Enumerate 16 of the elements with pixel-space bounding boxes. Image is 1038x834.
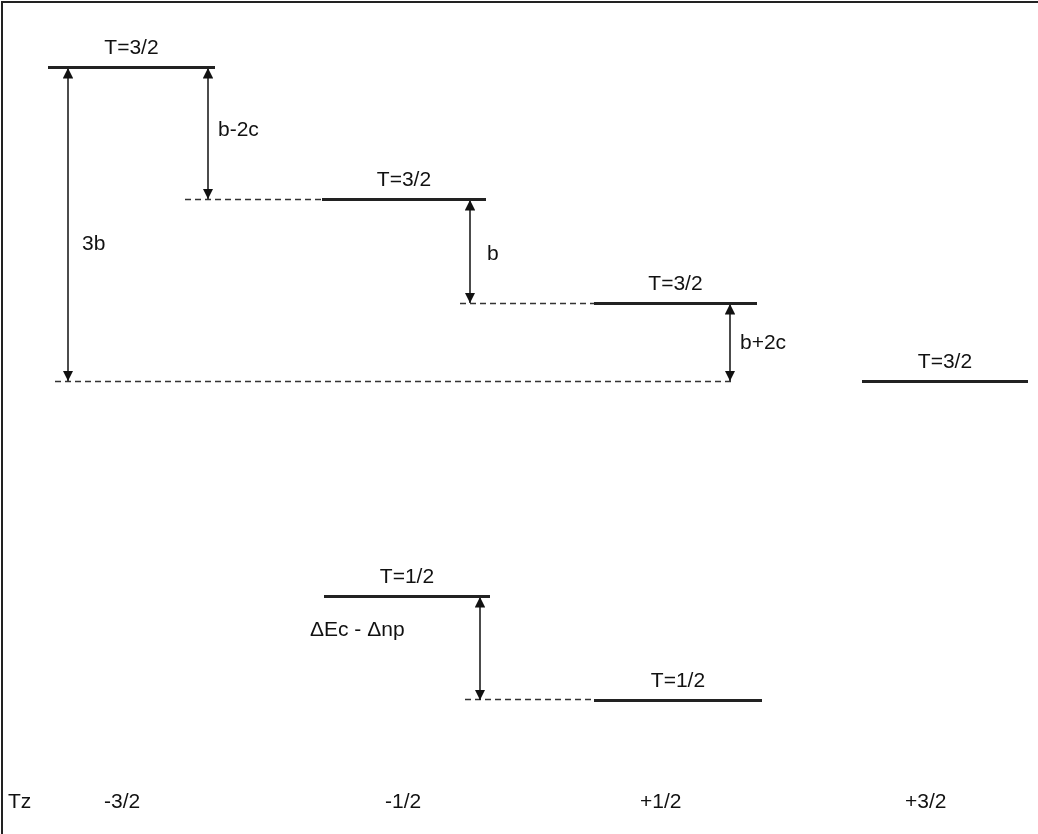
gap-label: ΔEc - Δnp <box>310 618 405 639</box>
axis-label: Tz <box>8 790 32 811</box>
gap-label: b <box>487 242 499 263</box>
axis-label: +1/2 <box>640 790 682 811</box>
level-label: T=3/2 <box>376 168 432 189</box>
axis-label: -1/2 <box>385 790 422 811</box>
axis-label: -3/2 <box>104 790 141 811</box>
gap-label: 3b <box>82 232 106 253</box>
level-label: T=1/2 <box>650 669 706 690</box>
level-label: T=3/2 <box>917 350 973 371</box>
axis-label: +3/2 <box>905 790 947 811</box>
gap-label: b+2c <box>740 331 787 352</box>
level-label: T=3/2 <box>648 272 703 293</box>
level-label: T=3/2 <box>104 36 159 57</box>
gap-label: b-2c <box>218 118 259 139</box>
level-label: T=1/2 <box>379 565 435 586</box>
